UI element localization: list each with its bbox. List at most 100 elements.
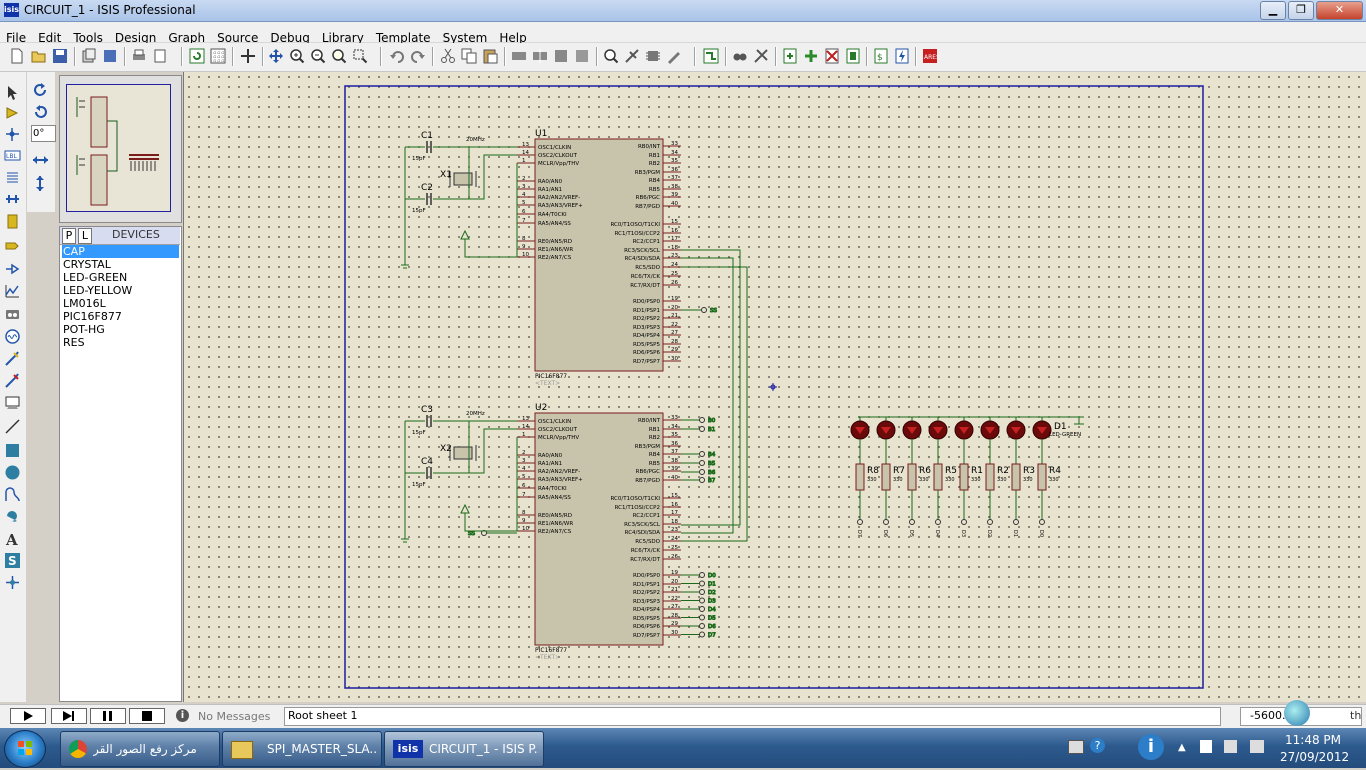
- step-button[interactable]: [51, 708, 87, 724]
- pause-button[interactable]: [90, 708, 126, 724]
- component-mode-icon[interactable]: [4, 105, 21, 122]
- show-hidden-icons-icon[interactable]: ▲: [1178, 742, 1186, 753]
- refresh-icon[interactable]: [189, 48, 205, 64]
- pan-icon[interactable]: [268, 48, 284, 64]
- line-tool-icon[interactable]: [4, 418, 21, 435]
- pick-device-icon[interactable]: [603, 48, 619, 64]
- pick-devices-button[interactable]: P: [62, 228, 76, 244]
- task-folder[interactable]: SPI_MASTER_SLA...: [222, 731, 382, 767]
- marker-tool-icon[interactable]: [4, 574, 21, 591]
- rotate-clockwise-icon[interactable]: [32, 82, 49, 99]
- cut-icon[interactable]: [440, 48, 456, 64]
- stop-button[interactable]: [129, 708, 165, 724]
- ares-icon[interactable]: ARES: [922, 48, 938, 64]
- play-button[interactable]: [10, 708, 46, 724]
- arc-tool-icon[interactable]: [4, 486, 21, 503]
- menu-graph[interactable]: Source: [217, 31, 259, 45]
- block-copy-icon[interactable]: [511, 48, 527, 64]
- device-item-lm016l[interactable]: LM016L: [63, 297, 106, 310]
- copy-icon[interactable]: [461, 48, 477, 64]
- new-file-icon[interactable]: [9, 48, 25, 64]
- overview-sheet[interactable]: [66, 84, 171, 212]
- text-tool-icon[interactable]: A: [4, 530, 21, 547]
- device-item-pic16f877[interactable]: PIC16F877: [63, 310, 122, 323]
- open-folder-icon[interactable]: [31, 48, 47, 64]
- keyboard-icon[interactable]: [1068, 740, 1084, 754]
- voltage-probe-icon[interactable]: [4, 350, 21, 367]
- block-rotate-icon[interactable]: [553, 48, 569, 64]
- task-chrome[interactable]: مركز رفع الصور القر: [60, 731, 220, 767]
- origin-icon[interactable]: [240, 48, 256, 64]
- menu-view[interactable]: Edit: [38, 31, 62, 45]
- add-sheet-icon[interactable]: [803, 48, 819, 64]
- graph-mode-icon[interactable]: [4, 283, 21, 300]
- print-icon[interactable]: [131, 48, 147, 64]
- current-probe-icon[interactable]: [4, 372, 21, 389]
- print-area-icon[interactable]: [152, 48, 168, 64]
- start-button[interactable]: [4, 730, 46, 768]
- wire-autorouter-icon[interactable]: [703, 48, 719, 64]
- box-tool-icon[interactable]: [4, 442, 21, 459]
- block-delete-icon[interactable]: [574, 48, 590, 64]
- decompose-icon[interactable]: [666, 48, 682, 64]
- notification-info-icon[interactable]: i: [1138, 734, 1164, 760]
- help-icon[interactable]: ?: [1090, 738, 1105, 753]
- menu-design[interactable]: Graph: [168, 31, 206, 45]
- selection-mode-icon[interactable]: [4, 84, 21, 101]
- export-icon[interactable]: [102, 48, 118, 64]
- device-item-cap[interactable]: CAP: [62, 245, 179, 258]
- path-tool-icon[interactable]: [4, 508, 21, 525]
- search-tag-icon[interactable]: [732, 48, 748, 64]
- rotation-angle-field[interactable]: 0°: [31, 125, 56, 142]
- exit-to-parent-icon[interactable]: [845, 48, 861, 64]
- terminals-icon[interactable]: [4, 238, 21, 255]
- restore-button[interactable]: ❐: [1288, 1, 1314, 20]
- bill-of-materials-icon[interactable]: $: [873, 48, 889, 64]
- electrical-rule-check-icon[interactable]: [894, 48, 910, 64]
- junction-dot-icon[interactable]: [4, 126, 21, 143]
- rotate-anticlockwise-icon[interactable]: [32, 104, 49, 121]
- clock-time[interactable]: 11:48 PM: [1285, 733, 1341, 747]
- task-isis[interactable]: isis CIRCUIT_1 - ISIS P...: [384, 731, 544, 767]
- menu-template[interactable]: System: [442, 31, 488, 45]
- zoom-area-icon[interactable]: [352, 48, 368, 64]
- volume-icon[interactable]: [1250, 740, 1264, 753]
- redo-icon[interactable]: [410, 48, 426, 64]
- mirror-y-icon[interactable]: [32, 175, 49, 192]
- menu-tools[interactable]: Design: [114, 31, 157, 45]
- zoom-out-icon[interactable]: [310, 48, 326, 64]
- menu-edit[interactable]: Tools: [73, 31, 103, 45]
- menu-file[interactable]: File: [6, 31, 27, 45]
- menu-help[interactable]: [533, 22, 545, 42]
- device-item-res[interactable]: RES: [63, 336, 85, 349]
- property-assign-icon[interactable]: [753, 48, 769, 64]
- save-icon[interactable]: [52, 48, 68, 64]
- device-item-led-green[interactable]: LED-GREEN: [63, 271, 128, 284]
- menu-library[interactable]: Template: [375, 31, 431, 45]
- remove-sheet-icon[interactable]: [824, 48, 840, 64]
- minimize-button[interactable]: ▁: [1260, 1, 1286, 20]
- network-icon[interactable]: [1224, 740, 1237, 753]
- make-device-icon[interactable]: [624, 48, 640, 64]
- symbol-tool-icon[interactable]: S: [4, 552, 21, 569]
- circle-tool-icon[interactable]: [4, 464, 21, 481]
- device-item-crystal[interactable]: CRYSTAL: [63, 258, 111, 271]
- library-manager-button[interactable]: L: [78, 228, 92, 244]
- menu-debug[interactable]: Library: [321, 31, 364, 45]
- new-sheet-icon[interactable]: [782, 48, 798, 64]
- close-button[interactable]: ✕: [1316, 1, 1363, 20]
- wire-label-icon[interactable]: LBL: [4, 148, 21, 165]
- block-move-icon[interactable]: [532, 48, 548, 64]
- undo-icon[interactable]: [389, 48, 405, 64]
- generator-icon[interactable]: [4, 328, 21, 345]
- grid-icon[interactable]: [210, 48, 226, 64]
- text-script-icon[interactable]: [4, 169, 21, 186]
- device-item-pot-hg[interactable]: POT-HG: [63, 323, 105, 336]
- menu-source[interactable]: Debug: [270, 31, 310, 45]
- tape-recorder-icon[interactable]: [4, 306, 21, 323]
- message-status[interactable]: No Messages: [198, 710, 271, 723]
- buses-icon[interactable]: [4, 191, 21, 208]
- zoom-in-icon[interactable]: [289, 48, 305, 64]
- action-center-flag-icon[interactable]: [1200, 740, 1212, 753]
